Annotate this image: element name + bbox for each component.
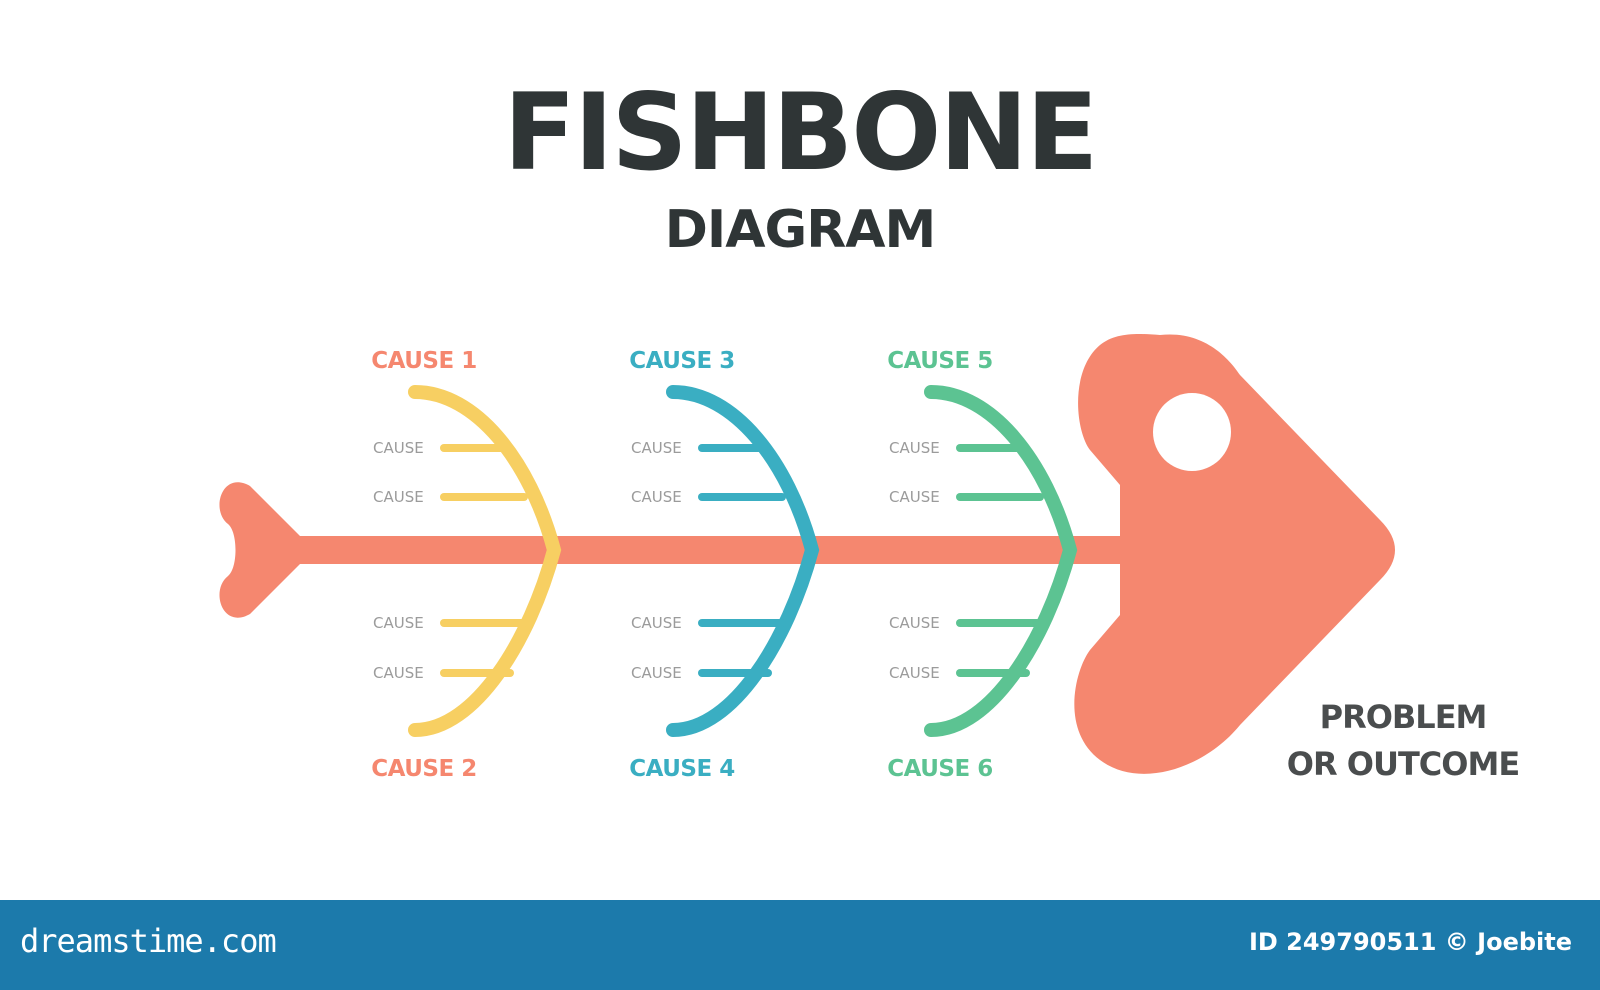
cause-label-top-1: CAUSE 1	[371, 348, 476, 374]
fish-tail	[219, 482, 330, 618]
diagram-title: FISHBONE	[503, 71, 1099, 194]
sub-cause-label: CAUSE	[373, 614, 424, 632]
sub-cause-label: CAUSE	[889, 664, 940, 682]
sub-cause-label: CAUSE	[373, 664, 424, 682]
fish-spine	[270, 536, 1150, 564]
outcome-label-line1: PROBLEM	[1320, 698, 1487, 736]
cause-label-top-3: CAUSE 5	[887, 348, 992, 374]
diagram-subtitle: DIAGRAM	[664, 200, 936, 260]
fishbone-diagram: CAUSE CAUSE CAUSE CAUSE CAUSE 1 CAUSE 2 CAUSE C…	[219, 334, 1520, 783]
outcome-label-line2: OR OUTCOME	[1287, 745, 1519, 783]
fish-head	[1074, 334, 1395, 774]
cause-label-bottom-2: CAUSE 4	[629, 756, 734, 782]
bone-arc-3	[924, 385, 1078, 737]
sub-cause-label: CAUSE	[889, 614, 940, 632]
sub-cause-label: CAUSE	[889, 488, 940, 506]
bone-arc-2	[666, 385, 820, 737]
sub-cause-label: CAUSE	[631, 488, 682, 506]
fish-eye	[1153, 393, 1231, 471]
sub-cause-label: CAUSE	[631, 439, 682, 457]
footer-brand[interactable]: dreamstime.com	[20, 922, 277, 960]
bone-arc-1	[408, 385, 562, 737]
sub-cause-label: CAUSE	[373, 439, 424, 457]
sub-cause-label: CAUSE	[631, 664, 682, 682]
sub-cause-label: CAUSE	[889, 439, 940, 457]
footer-bar: dreamstime.com ID 249790511 © Joebite	[0, 900, 1600, 990]
cause-label-bottom-1: CAUSE 2	[371, 756, 476, 782]
sub-cause-label: CAUSE	[631, 614, 682, 632]
cause-label-top-2: CAUSE 3	[629, 348, 734, 374]
footer-image-id: ID 249790511 © Joebite	[1248, 928, 1572, 956]
cause-label-bottom-3: CAUSE 6	[887, 756, 992, 782]
sub-cause-label: CAUSE	[373, 488, 424, 506]
